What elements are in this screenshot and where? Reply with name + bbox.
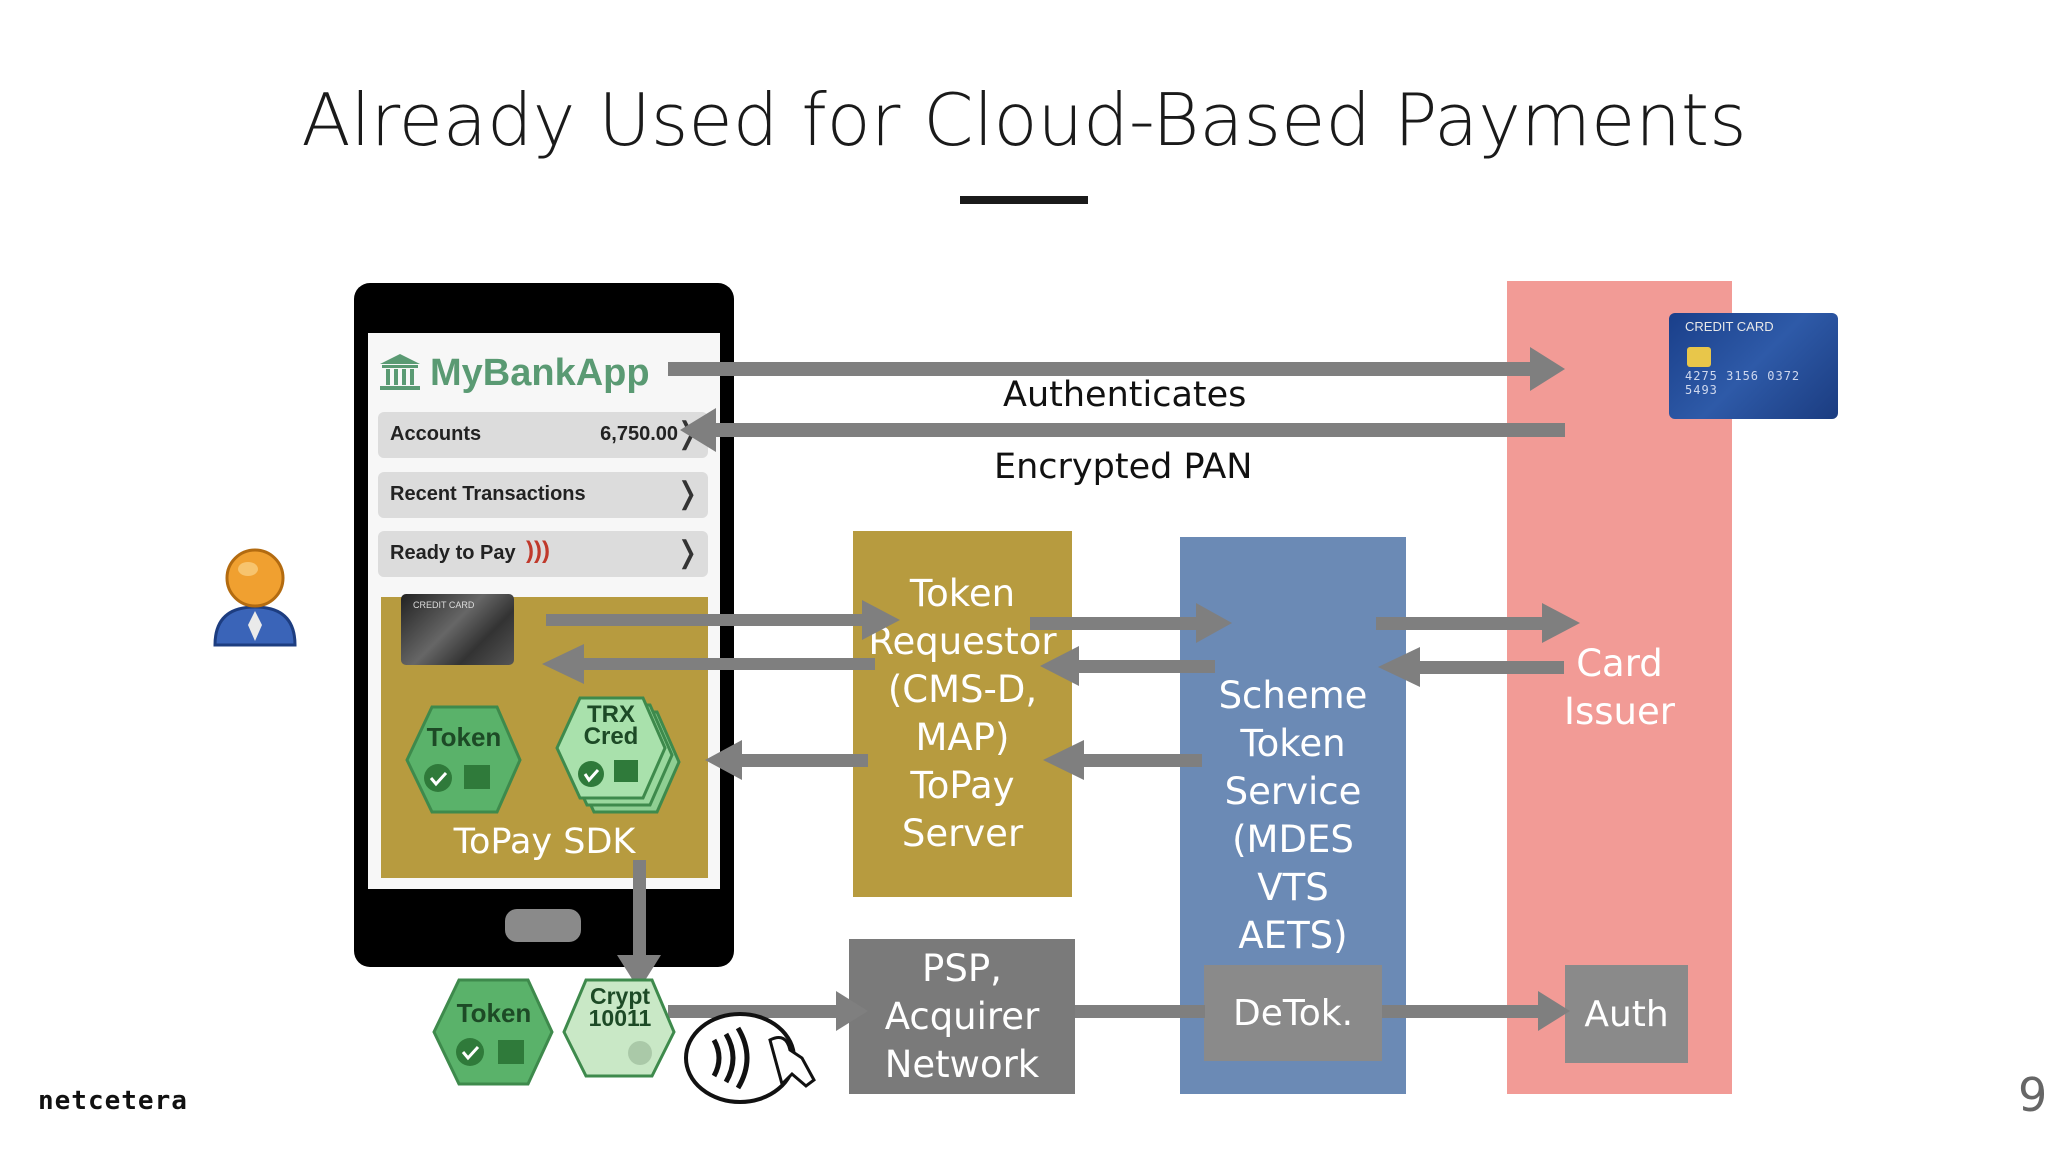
contactless-tap-icon: [684, 1012, 816, 1104]
crypt-hexagon-icon: [562, 978, 676, 1078]
trx-cred-hexagon-label: TRX Cred: [564, 701, 658, 750]
app-title: MyBankApp: [430, 352, 650, 394]
crypt-line: Crypt: [589, 983, 651, 1009]
mini-card-text: CREDIT CARD: [413, 600, 475, 610]
mini-credit-card-image: CREDIT CARD: [401, 594, 514, 665]
crypt-number-line: 10011: [588, 1005, 652, 1031]
slide-title: Already Used for Cloud-Based Payments: [301, 78, 1747, 162]
recent-transactions-label: Recent Transactions: [390, 483, 586, 505]
page-number: 9: [2018, 1068, 2048, 1122]
contactless-icon: ))): [526, 537, 550, 564]
credit-card-number: 4275 3156 0372 5493: [1685, 369, 1801, 397]
ready-to-pay-row[interactable]: Ready to Pay ))) ❭: [378, 531, 708, 577]
accounts-row[interactable]: Accounts 6,750.00 ❭: [378, 412, 708, 458]
cred-line: Cred: [583, 723, 639, 750]
encrypted-pan-label: Encrypted PAN: [994, 447, 1253, 487]
credit-card-title: CREDIT CARD: [1685, 319, 1774, 334]
card-chip-icon: [1687, 347, 1711, 367]
card-issuer-label: Card Issuer: [1564, 642, 1675, 733]
credit-card-image: CREDIT CARD 4275 3156 0372 5493: [1669, 313, 1838, 419]
ready-to-pay-label: Ready to Pay: [390, 542, 516, 564]
trx-cred-hexagon-icon: [555, 696, 681, 814]
user-icon: [213, 548, 297, 647]
bottom-token-hexagon-label: Token: [456, 998, 532, 1028]
token-hexagon-icon: [405, 705, 522, 814]
authenticates-label: Authenticates: [1003, 375, 1247, 415]
title-underline: [960, 196, 1088, 204]
chevron-right-icon: ❭: [674, 477, 700, 510]
token-requestor-box: Token Requestor (CMS-D, MAP) ToPay Serve…: [853, 531, 1072, 897]
topay-sdk-label: ToPay SDK: [453, 822, 636, 862]
detok-box: DeTok.: [1204, 965, 1382, 1061]
token-hexagon-label: Token: [426, 722, 502, 752]
netcetera-logo: netcetera: [38, 1086, 188, 1116]
chevron-right-icon: ❭: [674, 536, 700, 569]
bank-icon: [380, 354, 420, 390]
accounts-balance: 6,750.00: [600, 423, 678, 445]
bottom-token-hexagon-icon: [432, 978, 554, 1086]
phone-home-button[interactable]: [505, 909, 581, 942]
recent-transactions-row[interactable]: Recent Transactions ❭: [378, 472, 708, 518]
accounts-label: Accounts: [390, 423, 482, 445]
crypt-hexagon-label: Crypt 10011: [570, 983, 670, 1031]
auth-box: Auth: [1565, 965, 1688, 1063]
trx-line: TRX: [587, 701, 635, 728]
psp-acquirer-box: PSP, Acquirer Network: [849, 939, 1075, 1094]
